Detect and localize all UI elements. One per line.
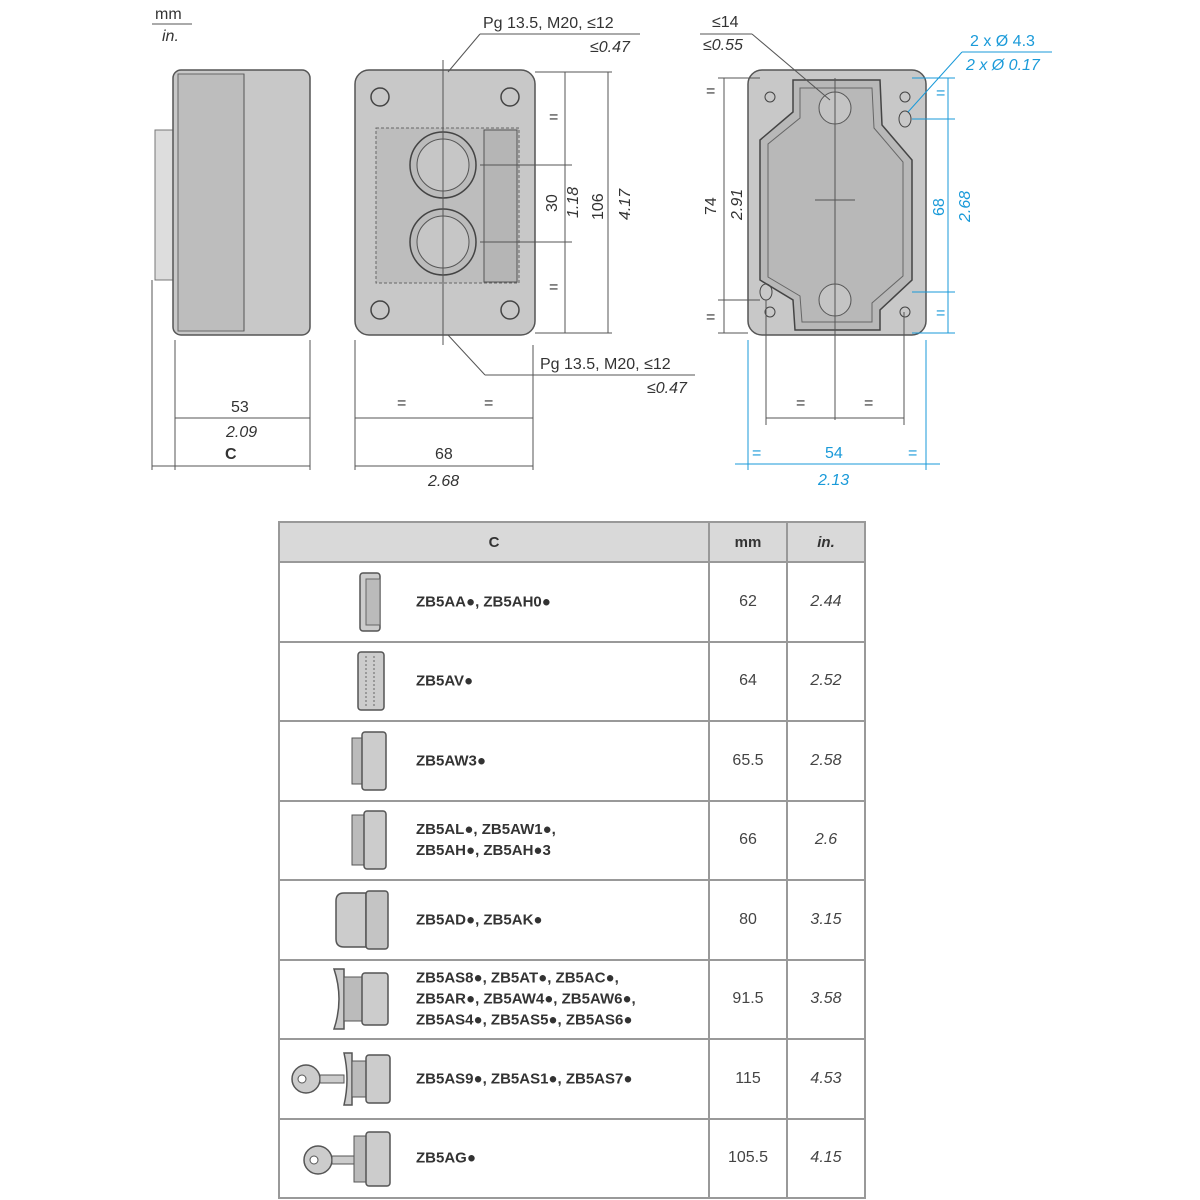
- value-in: 4.53: [786, 1038, 866, 1120]
- table-row: ZB5AL●, ZB5AW1●, ZB5AH●, ZB5AH●3 66 2.6: [278, 799, 866, 881]
- equal-mark: =: [864, 395, 873, 412]
- rear-hole-in: ≤0.55: [703, 37, 743, 54]
- table-row: ZB5AV● 64 2.52: [278, 640, 866, 722]
- equal-mark: =: [908, 445, 917, 462]
- value-in: 4.15: [786, 1117, 866, 1199]
- front-spacing-in: 1.18: [565, 187, 582, 218]
- header-mm: mm: [708, 521, 788, 563]
- ref-cell: ZB5AW3●: [278, 720, 710, 802]
- value-in: 2.58: [786, 720, 866, 802]
- value-mm: 91.5: [708, 958, 788, 1040]
- side-depth-in: 2.09: [225, 424, 257, 441]
- mount-hole-in: 2 x Ø 0.17: [965, 57, 1041, 74]
- front-height-mm: 106: [590, 193, 607, 220]
- table-row: ZB5AA●, ZB5AH0● 62 2.44: [278, 561, 866, 643]
- front-spacing-mm: 30: [544, 194, 561, 212]
- equal-mark: =: [706, 309, 715, 326]
- table-row: ZB5AW3● 65.5 2.58: [278, 720, 866, 802]
- value-mm: 105.5: [708, 1117, 788, 1199]
- cable-entry-bottom-in: ≤0.47: [647, 380, 688, 397]
- equal-mark: =: [484, 395, 493, 412]
- dimension-table: C mm in. ZB5AA●, ZB5AH0● 62 2.44: [278, 521, 866, 1199]
- equal-mark: =: [936, 85, 945, 102]
- illuminated-pushbutton-icon: [351, 731, 387, 791]
- value-in: 3.58: [786, 958, 866, 1040]
- header-c: C: [278, 521, 710, 563]
- mount-width-mm: 54: [825, 445, 843, 462]
- key-switch-icon: [303, 1131, 391, 1187]
- mount-width-in: 2.13: [817, 472, 849, 489]
- mount-hole-mm: 2 x Ø 4.3: [970, 33, 1035, 50]
- cable-entry-top: Pg 13.5, M20, ≤12: [483, 15, 614, 32]
- table-row: ZB5AS9●, ZB5AS1●, ZB5AS7● 115 4.53: [278, 1038, 866, 1120]
- cable-entry-top-in: ≤0.47: [590, 39, 631, 56]
- rear-hole-mm: ≤14: [712, 14, 739, 31]
- rear-vert-mm: 74: [703, 197, 720, 215]
- ref-text: ZB5AL●, ZB5AW1●, ZB5AH●, ZB5AH●3: [416, 821, 556, 860]
- value-in: 3.15: [786, 879, 866, 961]
- ref-cell: ZB5AA●, ZB5AH0●: [278, 561, 710, 643]
- table-row: ZB5AS8●, ZB5AT●, ZB5AC●, ZB5AR●, ZB5AW4●…: [278, 958, 866, 1040]
- key-mushroom-icon: [291, 1052, 391, 1106]
- ref-cell: ZB5AG●: [278, 1117, 710, 1199]
- ref-text: ZB5AW3●: [416, 752, 486, 770]
- rear-view: = = 74 2.91 ≤14 ≤0.55 2 x Ø 4.3 2 x Ø 0.…: [700, 14, 1052, 489]
- mount-spacing-mm: 68: [931, 198, 948, 216]
- ref-cell: ZB5AV●: [278, 640, 710, 722]
- dimension-drawing: mm in. 53 2.09 C =: [151, 6, 1052, 490]
- header-in: in.: [786, 521, 866, 563]
- ref-cell: ZB5AS9●, ZB5AS1●, ZB5AS7●: [278, 1038, 710, 1120]
- ref-text: ZB5AS9●, ZB5AS1●, ZB5AS7●: [416, 1070, 633, 1088]
- front-width-in: 2.68: [427, 473, 459, 490]
- ref-text: ZB5AS8●, ZB5AT●, ZB5AC●, ZB5AR●, ZB5AW4●…: [416, 969, 636, 1029]
- table-row: ZB5AG● 105.5 4.15: [278, 1117, 866, 1199]
- front-height-in: 4.17: [617, 188, 634, 220]
- equal-mark: =: [397, 395, 406, 412]
- cable-entry-bottom: Pg 13.5, M20, ≤12: [540, 356, 671, 373]
- equal-mark: =: [796, 395, 805, 412]
- value-in: 2.6: [786, 799, 866, 881]
- ref-cell: ZB5AS8●, ZB5AT●, ZB5AC●, ZB5AR●, ZB5AW4●…: [278, 958, 710, 1040]
- side-depth-mm: 53: [231, 399, 249, 416]
- flush-pushbutton-icon: [359, 572, 381, 632]
- front-width-mm: 68: [435, 446, 453, 463]
- value-mm: 64: [708, 640, 788, 722]
- side-total-c: C: [225, 446, 237, 463]
- table-row: ZB5AD●, ZB5AK● 80 3.15: [278, 879, 866, 961]
- equal-mark: =: [549, 279, 558, 296]
- ref-text: ZB5AG●: [416, 1149, 476, 1167]
- ref-cell: ZB5AD●, ZB5AK●: [278, 879, 710, 961]
- equal-mark: =: [706, 83, 715, 100]
- value-mm: 62: [708, 561, 788, 643]
- side-view: 53 2.09 C: [151, 69, 311, 470]
- equal-mark: =: [936, 305, 945, 322]
- front-view: = = 30 1.18 106 4.17 Pg 13.5, M20, ≤12 ≤…: [354, 15, 695, 490]
- value-in: 2.52: [786, 640, 866, 722]
- value-mm: 115: [708, 1038, 788, 1120]
- value-mm: 65.5: [708, 720, 788, 802]
- projecting-pushbutton-icon: [351, 810, 387, 870]
- value-in: 2.44: [786, 561, 866, 643]
- ref-text: ZB5AA●, ZB5AH0●: [416, 593, 551, 611]
- ref-text: ZB5AV●: [416, 672, 474, 690]
- value-mm: 66: [708, 799, 788, 881]
- equal-mark: =: [549, 109, 558, 126]
- ref-cell: ZB5AL●, ZB5AW1●, ZB5AH●, ZB5AH●3: [278, 799, 710, 881]
- selector-switch-icon: [335, 890, 389, 950]
- unit-mm-label: mm: [155, 6, 182, 23]
- table-header-row: C mm in.: [278, 521, 866, 563]
- value-mm: 80: [708, 879, 788, 961]
- mount-spacing-in: 2.68: [957, 191, 974, 223]
- ref-text: ZB5AD●, ZB5AK●: [416, 911, 543, 929]
- pilot-light-icon: [357, 651, 385, 711]
- mushroom-head-icon: [332, 968, 389, 1030]
- equal-mark: =: [752, 445, 761, 462]
- rear-vert-in: 2.91: [729, 189, 746, 221]
- unit-in-label: in.: [162, 28, 179, 45]
